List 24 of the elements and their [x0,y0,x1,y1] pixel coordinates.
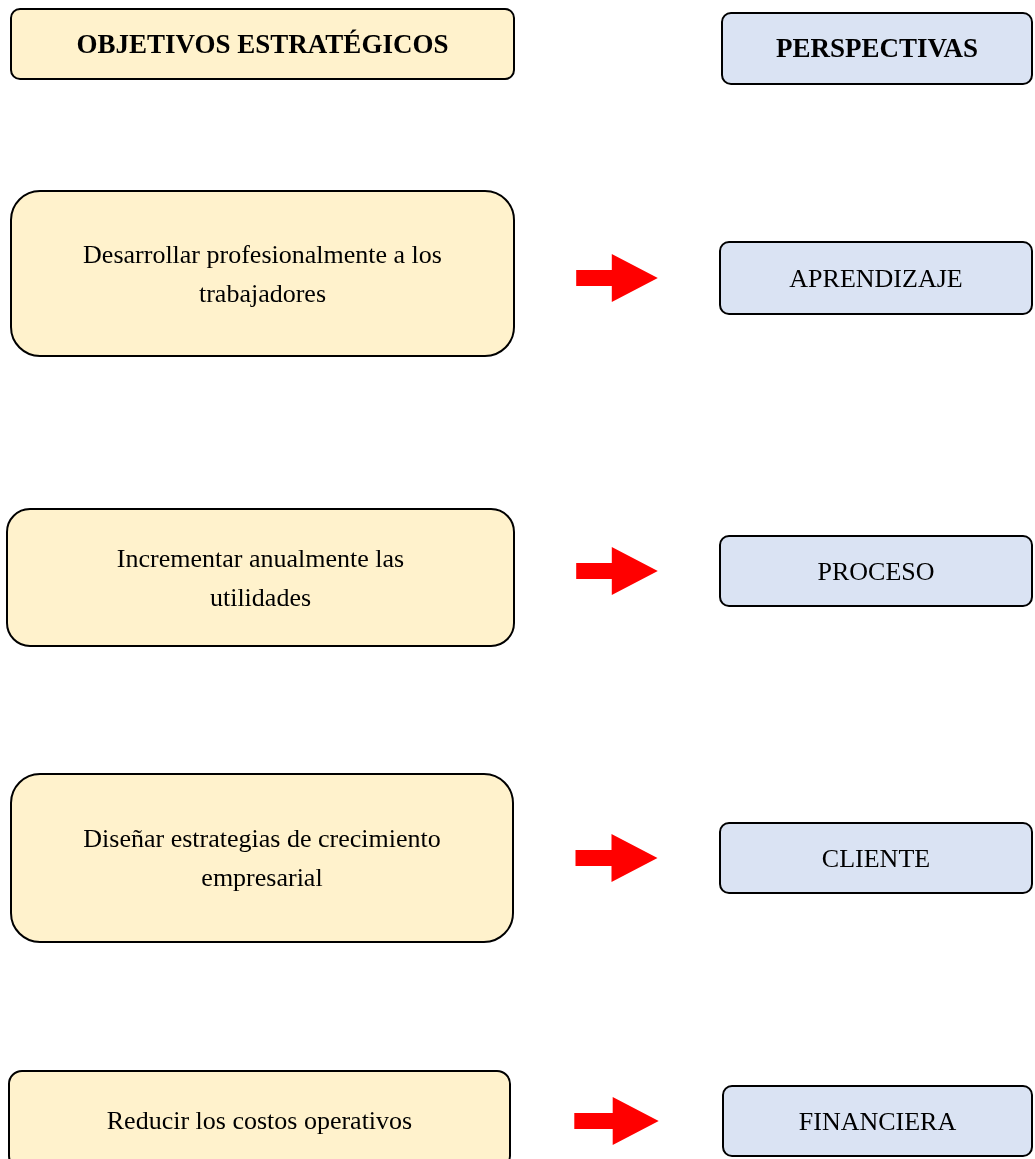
objective-box [8,1070,511,1159]
box-text: OBJETIVOS ESTRATÉGICOS [76,27,449,61]
perspective-box [719,241,1033,315]
block-arrow [574,1097,659,1145]
header-box [721,12,1033,85]
box-text: PERSPECTIVAS [775,32,979,66]
box-text: CLIENTE [821,842,931,875]
perspective-box [722,1085,1033,1157]
header-box [10,8,515,80]
objective-box [10,773,514,943]
perspective-box [719,822,1033,894]
box-text: Desarrollar profesionalmente a los trabajadores [82,238,443,310]
objective-box [6,508,515,647]
perspective-box [719,535,1033,607]
block-arrow [575,834,658,882]
box-text: APRENDIZAJE [789,262,963,295]
box-text: PROCESO [817,555,935,588]
box-text: Reducir los costos operativos [106,1104,413,1137]
box-text: Diseñar estrategias de crecimiento empresarial [82,823,442,894]
box-text: Incrementar anualmente las utilidades [115,542,406,614]
objective-box [10,190,515,357]
block-arrow [576,254,658,302]
block-arrow [576,547,658,595]
box-text: FINANCIERA [798,1105,957,1138]
